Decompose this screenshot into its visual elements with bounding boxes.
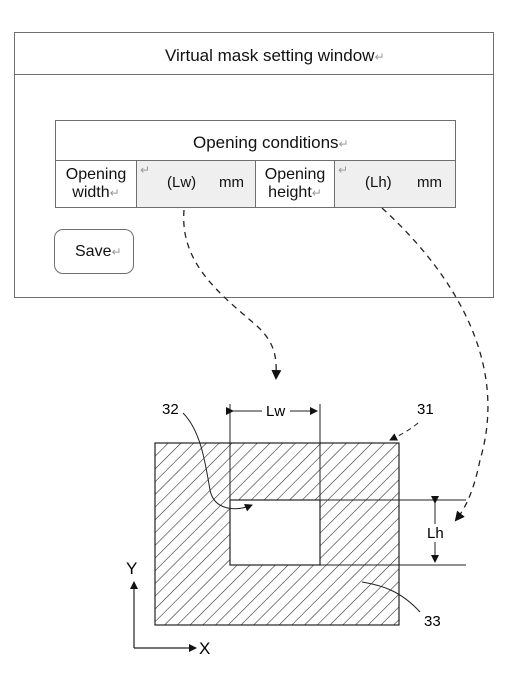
- height-leader-dashed: [381, 207, 489, 522]
- return-mark-icon: ↵: [109, 186, 120, 200]
- opening-width-label: Opening width↵: [65, 166, 127, 201]
- return-mark-icon: ↵: [374, 50, 385, 64]
- opening-height-field[interactable]: ↵ (Lh) mm: [335, 161, 455, 207]
- ref-33-leader: [361, 581, 421, 613]
- window-title-bar: Virtual mask setting window↵: [15, 33, 493, 75]
- y-axis-label: Y: [126, 559, 137, 578]
- opening-conditions-row: Opening width↵ ↵ (Lw) mm Opening height↵…: [55, 160, 456, 208]
- window-title: Virtual mask setting window↵: [165, 46, 385, 65]
- ref-33-label: 33: [424, 613, 441, 630]
- cell-divider: [334, 161, 335, 207]
- ref-31-leader: [389, 422, 419, 441]
- return-mark-icon: ↵: [140, 163, 151, 177]
- return-mark-icon: ↵: [338, 137, 349, 151]
- return-mark-icon: ↵: [111, 245, 122, 259]
- cell-divider: [255, 161, 256, 207]
- opening-conditions-label: Opening conditions↵: [193, 133, 349, 152]
- lh-label: Lh: [427, 525, 444, 542]
- opening-width-value: (Lw): [167, 174, 197, 191]
- opening-height-unit: mm: [417, 174, 442, 191]
- return-mark-icon: ↵: [311, 186, 322, 200]
- lw-label: Lw: [266, 403, 285, 420]
- opening-width-unit: mm: [219, 174, 244, 191]
- mask-opening: [229, 499, 321, 566]
- opening-height-value: (Lh): [365, 174, 392, 191]
- cell-divider: [136, 161, 137, 207]
- save-button-label: Save↵: [75, 243, 122, 260]
- return-mark-icon: ↵: [338, 163, 349, 177]
- opening-height-label: Opening height↵: [264, 166, 326, 201]
- opening-width-field[interactable]: ↵ (Lw) mm: [137, 161, 255, 207]
- save-button[interactable]: Save↵: [54, 229, 134, 274]
- width-leader-dashed: [183, 209, 282, 380]
- ref-32-leader: [182, 412, 253, 512]
- ref-32-label: 32: [162, 401, 179, 418]
- ref-31-label: 31: [417, 401, 434, 418]
- x-axis-label: X: [199, 639, 210, 658]
- opening-conditions-table: Opening conditions↵ Opening width↵ ↵ (Lw…: [55, 120, 456, 208]
